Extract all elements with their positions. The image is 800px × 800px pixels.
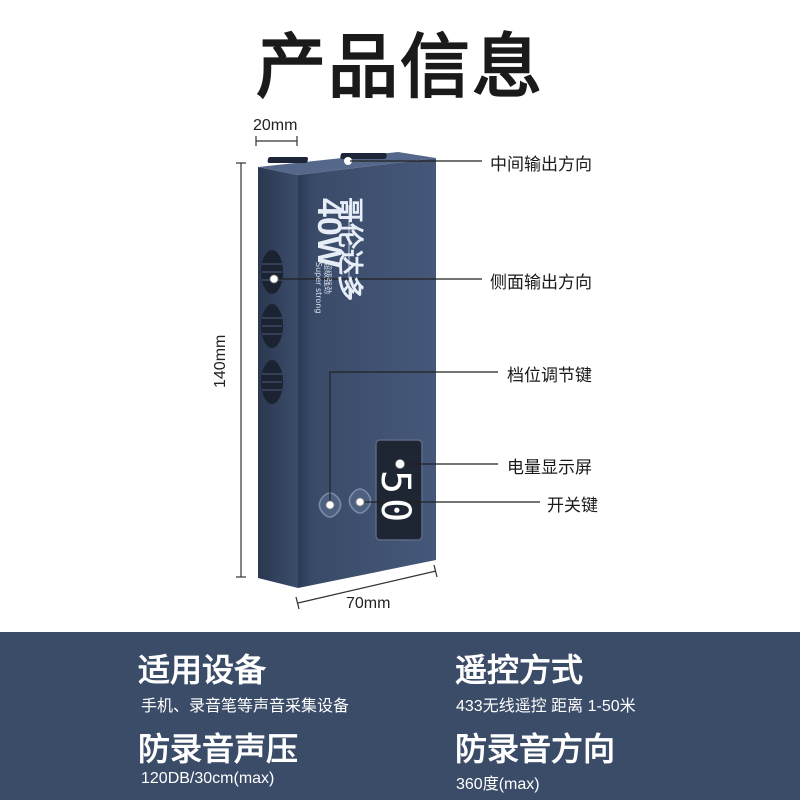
spec-heading-applicable: 适用设备	[138, 651, 267, 689]
page-title: 产品信息	[256, 26, 544, 108]
product-illustration	[236, 136, 540, 610]
width-bottom-label: 70mm	[346, 595, 391, 612]
callout-battery-display: 电量显示屏	[507, 458, 592, 478]
display-readout: 50	[372, 470, 418, 527]
spec-value-pressure: 120DB/30cm(max)	[141, 770, 275, 787]
dimension-line-top	[255, 136, 298, 146]
height-label: 140mm	[212, 334, 229, 388]
callout-side-output: 侧面输出方向	[490, 273, 592, 293]
spec-heading-pressure: 防录音声压	[138, 730, 299, 768]
spec-value-direction: 360度(max)	[456, 776, 540, 793]
dimension-line-left	[236, 162, 246, 578]
spec-heading-direction: 防录音方向	[455, 730, 616, 768]
device-wattage-label: 40W	[310, 198, 348, 268]
dimension-line-bottom	[295, 564, 438, 610]
top-port-left	[267, 157, 308, 163]
top-led	[344, 157, 352, 165]
side-speaker-grills	[261, 250, 283, 404]
spec-value-remote: 433无线遥控 距离 1-50米	[456, 698, 636, 715]
callout-center-output: 中间输出方向	[490, 155, 592, 175]
device-subtitle-cn: 超级强劲	[323, 262, 332, 294]
device-subtitle-en: Super strong	[314, 262, 323, 314]
battery-display	[375, 439, 423, 541]
width-top-label: 20mm	[253, 117, 298, 134]
callout-level-button: 档位调节键	[507, 366, 592, 386]
spec-band	[0, 632, 800, 800]
top-port-right	[340, 153, 387, 159]
spec-heading-remote: 遥控方式	[455, 651, 584, 689]
spec-value-applicable: 手机、录音笔等声音采集设备	[141, 698, 350, 715]
callout-power-button: 开关键	[547, 496, 598, 516]
